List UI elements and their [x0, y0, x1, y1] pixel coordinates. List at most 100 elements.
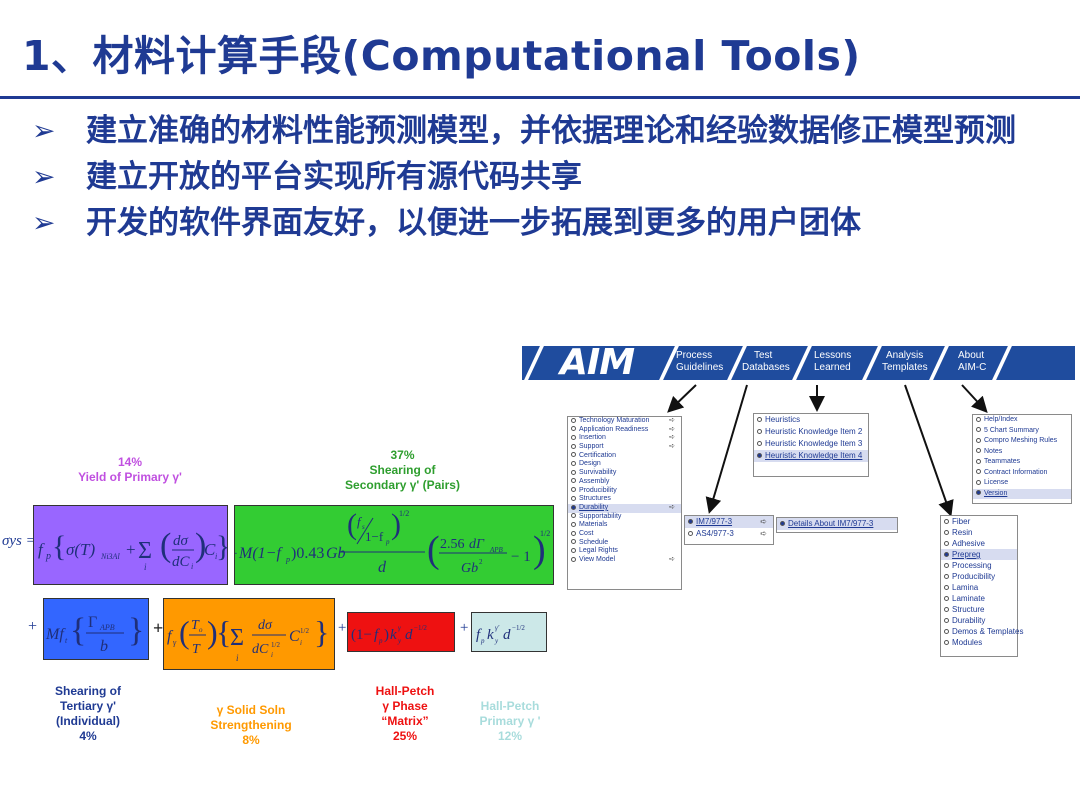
- menu-item[interactable]: Demos & Templates: [941, 626, 1023, 637]
- menu-item[interactable]: Assembly: [568, 478, 681, 487]
- nav-tab-lessons-learned[interactable]: Lessons Learned: [814, 350, 851, 374]
- menu-item[interactable]: Support ➪: [568, 443, 681, 452]
- svg-text:): ): [384, 627, 389, 643]
- menu-label: Structures: [579, 495, 611, 503]
- svg-text:}: }: [216, 530, 229, 563]
- menu-item[interactable]: Teammates: [973, 457, 1071, 468]
- svg-text:dΓ: dΓ: [469, 537, 485, 552]
- plus-sign: +: [153, 618, 164, 638]
- analysis-templates-panel: Fiber Resin Adhesive Prepreg Processing …: [940, 515, 1023, 657]
- menu-item-selected[interactable]: Durability➪: [568, 503, 681, 513]
- menu-item[interactable]: Design: [568, 460, 681, 469]
- radio-icon: [757, 417, 762, 423]
- svg-text:Gb: Gb: [326, 545, 346, 562]
- menu-item[interactable]: View Model➪: [568, 556, 681, 565]
- svg-text:T: T: [192, 642, 201, 657]
- svg-text:b: b: [100, 638, 108, 655]
- nav-tab-analysis-templates[interactable]: Analysis Templates: [882, 350, 928, 374]
- svg-text:(1−: (1−: [351, 627, 372, 643]
- menu-item[interactable]: Schedule: [568, 539, 681, 548]
- menu-item[interactable]: Laminate: [941, 593, 1017, 604]
- menu-label: Resin: [952, 528, 973, 537]
- menu-item[interactable]: Modules: [941, 637, 1017, 648]
- menu-item[interactable]: AS4/977-3➪: [685, 528, 773, 540]
- menu-item[interactable]: Insertion➪: [568, 434, 681, 443]
- menu-item[interactable]: Materials: [568, 521, 681, 530]
- menu-item[interactable]: Technology Maturation➪: [568, 417, 681, 426]
- term-label: γ Phase: [382, 699, 428, 713]
- radio-checked-icon: [944, 552, 949, 558]
- menu-label: Design: [579, 460, 601, 468]
- menu-label: Lamina: [952, 583, 979, 592]
- menu-label: 5 Chart Summary: [984, 426, 1039, 434]
- menu-item-selected[interactable]: Prepreg: [941, 549, 1017, 560]
- menu-label: Support: [579, 443, 604, 451]
- menu-label: Help/Index: [984, 416, 1018, 423]
- menu-item[interactable]: Structures: [568, 495, 681, 504]
- nav-tab-about-aim-c[interactable]: About AIM-C: [958, 350, 986, 374]
- tab-line: Analysis: [886, 350, 924, 361]
- menu-item-selected[interactable]: Heuristic Knowledge Item 4: [754, 450, 868, 462]
- arrow-right-icon: ➪: [669, 443, 675, 451]
- menu-item[interactable]: Resin: [941, 527, 1017, 538]
- menu-item[interactable]: Supportability: [568, 513, 681, 522]
- svg-text:Mf: Mf: [45, 626, 66, 643]
- menu-item[interactable]: Survivability: [568, 469, 681, 478]
- tab-line: Learned: [814, 362, 851, 373]
- svg-text:1−f: 1−f: [365, 529, 384, 544]
- menu-item[interactable]: Legal Rights: [568, 547, 681, 556]
- label-hall-petch-matrix: Hall-Petch γ Phase “Matrix” 25%: [350, 684, 460, 744]
- tab-line: Templates: [882, 362, 928, 373]
- radio-icon: [976, 427, 981, 433]
- radio-icon: [976, 448, 981, 454]
- menu-item[interactable]: Certification: [568, 452, 681, 461]
- menu-item[interactable]: Heuristic Knowledge Item 2: [754, 426, 868, 438]
- svg-text:d: d: [378, 559, 387, 576]
- menu-label: Heuristic Knowledge Item 2: [765, 427, 863, 436]
- svg-text:p: p: [480, 637, 485, 645]
- arrow-to-about: [961, 384, 988, 413]
- menu-item[interactable]: Cost: [568, 530, 681, 539]
- percent-label: 12%: [497, 729, 523, 743]
- arrow-to-process: [667, 384, 697, 413]
- menu-item[interactable]: Lamina: [941, 582, 1017, 593]
- menu-item[interactable]: Heuristic Knowledge Item 3: [754, 438, 868, 450]
- nav-tab-process-guidelines[interactable]: Process Guidelines: [676, 350, 723, 374]
- nav-tab-test-databases[interactable]: Test Databases: [742, 350, 790, 374]
- menu-item[interactable]: Application Readiness➪: [568, 426, 681, 435]
- menu-item[interactable]: Producibility: [568, 487, 681, 496]
- menu-item[interactable]: Notes: [973, 447, 1071, 458]
- process-guidelines-panel: Technology Maturation➪ Application Readi…: [567, 416, 682, 590]
- svg-text:M(1−f: M(1−f: [238, 545, 283, 562]
- menu-item[interactable]: Durability: [941, 615, 1017, 626]
- menu-item[interactable]: Fiber: [941, 516, 1017, 527]
- svg-text:f: f: [374, 627, 380, 643]
- menu-item[interactable]: Compro Meshing Rules: [973, 436, 1071, 447]
- menu-item[interactable]: Adhesive: [941, 538, 1017, 549]
- term-label: Shearing of: [54, 684, 121, 698]
- svg-text:p: p: [378, 637, 383, 645]
- test-databases-panel: IM7/977-3➪ AS4/977-3➪: [684, 515, 774, 545]
- menu-item[interactable]: Processing: [941, 560, 1017, 571]
- menu-item[interactable]: 5 Chart Summary: [973, 426, 1071, 437]
- menu-item[interactable]: Heuristics: [754, 414, 868, 426]
- menu-item-selected[interactable]: Details About IM7/977-3: [777, 518, 897, 530]
- label-shearing-tertiary: Shearing of Tertiary γ' (Individual) 4%: [28, 684, 148, 744]
- svg-text:t: t: [65, 636, 68, 645]
- menu-item-selected[interactable]: IM7/977-3➪: [685, 516, 773, 528]
- menu-item[interactable]: Contract Information: [973, 468, 1071, 479]
- svg-text:+: +: [235, 546, 237, 562]
- tab-line: Lessons: [814, 350, 852, 361]
- menu-item[interactable]: Producibility: [941, 571, 1017, 582]
- svg-text:{: {: [52, 530, 66, 563]
- tab-line: Databases: [742, 362, 790, 373]
- radio-icon: [571, 469, 576, 475]
- menu-item[interactable]: Help/Index: [973, 415, 1071, 426]
- svg-text:p: p: [385, 538, 390, 546]
- menu-label: View Model: [579, 556, 616, 563]
- menu-item-selected[interactable]: Version: [973, 488, 1071, 499]
- radio-icon: [944, 585, 949, 591]
- menu-item[interactable]: Structure: [941, 604, 1017, 615]
- menu-item[interactable]: License: [973, 478, 1071, 489]
- radio-icon: [571, 556, 576, 562]
